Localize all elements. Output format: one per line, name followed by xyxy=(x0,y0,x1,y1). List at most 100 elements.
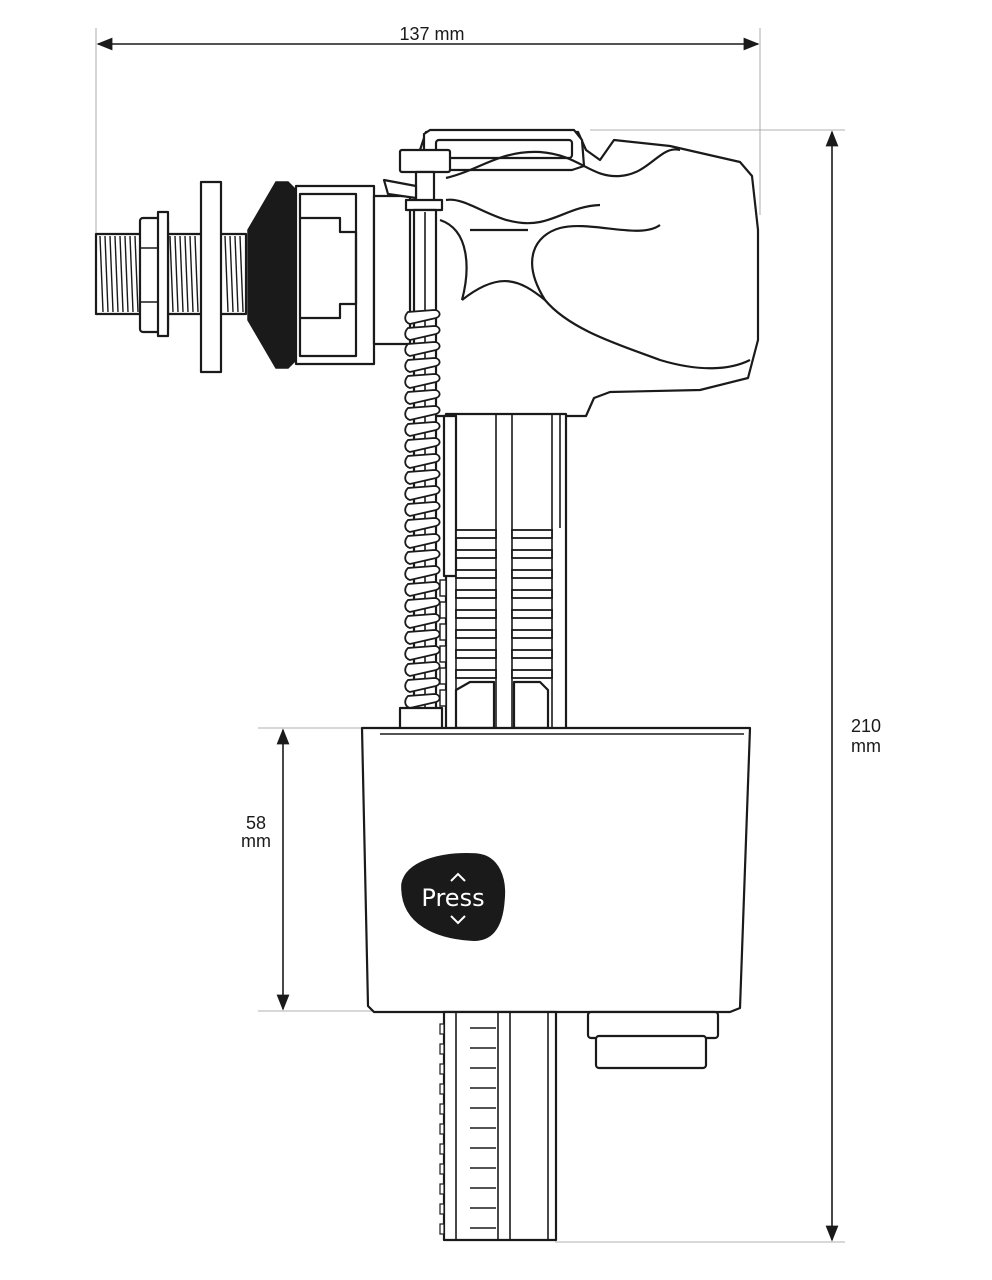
tube-notch xyxy=(439,1123,445,1135)
spring-coil xyxy=(404,597,441,613)
lower-tube-ticks xyxy=(439,1023,496,1235)
thread-line xyxy=(169,235,174,313)
thread-line xyxy=(184,235,189,313)
side-notch xyxy=(439,667,447,685)
spring-coil xyxy=(404,661,441,677)
spring-coil xyxy=(404,613,441,629)
tube-notch xyxy=(439,1183,445,1195)
thin-washer xyxy=(156,210,170,338)
height-dimension: 210 mm xyxy=(555,129,881,1243)
rib xyxy=(455,569,497,579)
spring-coil xyxy=(404,373,441,389)
press-button-badge[interactable] xyxy=(401,853,506,941)
thread-line xyxy=(114,235,119,313)
press-button-label: Press xyxy=(421,884,484,912)
spring-coil xyxy=(404,565,441,581)
rib xyxy=(455,529,497,539)
rib xyxy=(455,649,497,659)
spring-coil xyxy=(404,341,441,357)
tube-notch xyxy=(439,1203,445,1215)
rib xyxy=(511,589,553,599)
thread-line xyxy=(229,235,234,313)
side-notch xyxy=(439,623,447,641)
width-dimension-label: 137 mm xyxy=(399,24,464,44)
riser-ribs xyxy=(439,529,553,707)
rod-handle xyxy=(398,148,452,174)
thread-line xyxy=(234,235,239,313)
spring-coil xyxy=(404,389,441,405)
thread-line xyxy=(239,235,244,313)
thread-line xyxy=(104,235,109,313)
rib xyxy=(511,609,553,619)
rib xyxy=(511,629,553,639)
width-dimension: 137 mm xyxy=(95,24,761,240)
tube-notch xyxy=(439,1143,445,1155)
rib xyxy=(455,629,497,639)
tube-notch xyxy=(439,1103,445,1115)
side-notch xyxy=(439,689,447,707)
thread-line xyxy=(194,235,199,313)
spring-coil xyxy=(404,357,441,373)
rib xyxy=(511,569,553,579)
rib xyxy=(455,589,497,599)
thread-line xyxy=(174,235,179,313)
tube-notch xyxy=(439,1223,445,1235)
float-dimension-unit: mm xyxy=(241,831,271,851)
thread-line xyxy=(224,235,229,313)
spring-coil xyxy=(404,501,441,517)
rib xyxy=(511,529,553,539)
tube-notch xyxy=(439,1163,445,1175)
float-dimension: 58 mm xyxy=(241,727,372,1012)
rubber-seal xyxy=(247,181,297,369)
press-button[interactable]: Press xyxy=(401,853,506,941)
rib xyxy=(511,649,553,659)
spring-coil xyxy=(404,325,441,341)
side-notch xyxy=(439,579,447,597)
spring-coil xyxy=(404,645,441,661)
thread-line xyxy=(189,235,194,313)
spring-coil xyxy=(404,517,441,533)
shank-threads xyxy=(99,235,244,313)
side-notch xyxy=(439,601,447,619)
height-dimension-unit: mm xyxy=(851,736,881,756)
adjuster-rod xyxy=(382,148,452,732)
spring-coil xyxy=(404,533,441,549)
spring-coil xyxy=(404,485,441,501)
height-dimension-value: 210 xyxy=(851,716,881,736)
spring-coil xyxy=(404,421,441,437)
thread-line xyxy=(134,235,139,313)
threaded-shank xyxy=(94,232,248,316)
thread-line xyxy=(99,235,104,313)
spring-coil xyxy=(404,309,441,325)
adjuster-spring xyxy=(404,309,441,709)
rib xyxy=(511,549,553,559)
spring-coil xyxy=(404,677,441,693)
large-washer xyxy=(199,180,223,374)
thread-line xyxy=(179,235,184,313)
thread-line xyxy=(109,235,114,313)
spring-coil xyxy=(404,405,441,421)
valve-head xyxy=(418,128,760,418)
float-dimension-value: 58 xyxy=(246,813,266,833)
tube-notch xyxy=(439,1043,445,1055)
rib xyxy=(511,669,553,679)
spring-coil xyxy=(404,437,441,453)
rib xyxy=(455,669,497,679)
outlet-nozzle xyxy=(586,1010,720,1070)
riser-body xyxy=(439,412,568,736)
tube-notch xyxy=(439,1063,445,1075)
tube-notch xyxy=(439,1023,445,1035)
rib xyxy=(455,549,497,559)
spring-coil xyxy=(404,453,441,469)
spring-coil xyxy=(404,581,441,597)
spring-coil xyxy=(404,469,441,485)
thread-line xyxy=(124,235,129,313)
side-notch xyxy=(439,645,447,663)
thread-line xyxy=(119,235,124,313)
tube-notch xyxy=(439,1083,445,1095)
coupling-nut xyxy=(294,184,412,366)
float-body xyxy=(360,726,752,1014)
thread-line xyxy=(129,235,134,313)
spring-coil xyxy=(404,693,441,709)
